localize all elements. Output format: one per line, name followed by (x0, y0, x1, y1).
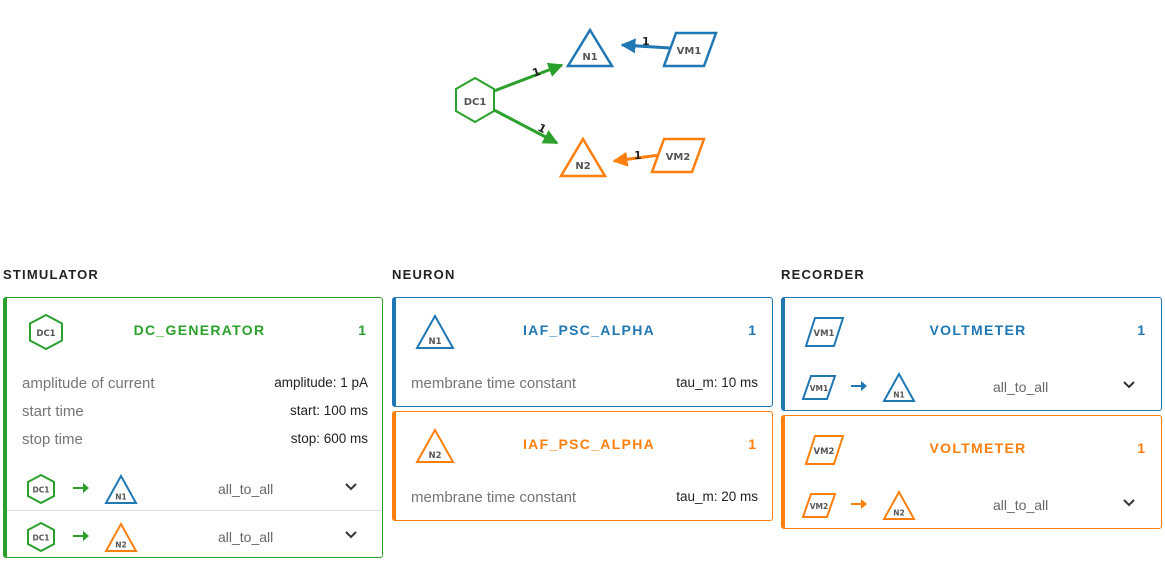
parallelogram-icon: VM1 (804, 317, 845, 347)
network-graph[interactable]: 1 1 1 1 DC1 N1 VM1 N2 VM2 (0, 0, 1165, 240)
node-label: DC1 (33, 486, 50, 495)
neuron-card-n1[interactable]: N1 IAF_PSC_ALPHA 1 membrane time constan… (392, 297, 773, 407)
node-label: N1 (582, 52, 597, 63)
divider (7, 510, 382, 511)
recorder-card-vm1[interactable]: VM1 VOLTMETER 1 VM1 N1 all_to_all (781, 297, 1162, 411)
triangle-icon: N2 (104, 521, 138, 552)
node-label: N2 (893, 509, 905, 518)
node-label: VM2 (814, 447, 835, 457)
card-header[interactable]: VM1 VOLTMETER 1 (785, 298, 1161, 364)
population-count: 1 (748, 436, 756, 452)
edge-vm1-n1[interactable]: 1 (620, 35, 671, 54)
node-label: N2 (575, 161, 590, 172)
edge-weight-label: 1 (634, 149, 642, 162)
param-row[interactable]: membrane time constant tau_m: 10 ms (411, 372, 758, 396)
card-header[interactable]: DC1 DC_GENERATOR 1 (7, 298, 382, 364)
model-name[interactable]: IAF_PSC_ALPHA (522, 436, 656, 452)
parallelogram-icon: VM2 (801, 493, 837, 518)
node-n2[interactable]: N2 (558, 136, 608, 178)
connection-rule: all_to_all (218, 481, 274, 497)
chevron-down-icon[interactable] (344, 530, 358, 540)
connection-rule: all_to_all (218, 529, 274, 545)
node-label: N1 (115, 493, 127, 502)
node-label: VM1 (810, 384, 829, 393)
node-label: N1 (893, 391, 905, 400)
connection-row[interactable]: DC1 N1 all_to_all (7, 466, 382, 510)
param-name: membrane time constant (411, 375, 577, 392)
node-label: N1 (428, 337, 441, 347)
edge-dc1-n2[interactable]: 1 (493, 108, 559, 145)
node-dc1[interactable]: DC1 (455, 76, 495, 124)
param-name: membrane time constant (411, 489, 577, 506)
node-label: VM2 (810, 502, 829, 511)
param-value[interactable]: start: 100 ms (289, 403, 368, 418)
recorder-card-vm2[interactable]: VM2 VOLTMETER 1 VM2 N2 all_to_all (781, 415, 1162, 529)
model-name[interactable]: VOLTMETER (929, 440, 1027, 456)
column-title-neuron: NEURON (392, 267, 456, 282)
param-name: stop time (22, 431, 83, 448)
node-label: DC1 (33, 534, 50, 543)
node-label: DC1 (36, 329, 55, 339)
model-name[interactable]: VOLTMETER (929, 322, 1027, 338)
arrow-right-icon (73, 483, 89, 493)
param-value[interactable]: stop: 600 ms (290, 431, 368, 446)
chevron-down-icon[interactable] (344, 482, 358, 492)
edge-vm2-n2[interactable]: 1 (612, 149, 661, 167)
triangle-icon: N1 (415, 314, 455, 349)
neuron-card-n2[interactable]: N2 IAF_PSC_ALPHA 1 membrane time constan… (392, 411, 773, 521)
connection-row[interactable]: DC1 N2 all_to_all (7, 514, 382, 558)
edge-weight-label: 1 (642, 35, 650, 48)
arrow-right-icon (851, 499, 867, 509)
connection-rule: all_to_all (993, 379, 1049, 395)
stimulator-card-dc1[interactable]: DC1 DC_GENERATOR 1 amplitude of current … (3, 297, 383, 558)
node-label: DC1 (464, 97, 487, 108)
chevron-down-icon[interactable] (1122, 498, 1136, 508)
population-count: 1 (1137, 322, 1145, 338)
column-title-recorder: RECORDER (781, 267, 865, 282)
population-count: 1 (748, 322, 756, 338)
population-count: 1 (1137, 440, 1145, 456)
node-label: VM1 (814, 329, 835, 339)
triangle-icon: N2 (882, 489, 916, 520)
column-title-stimulator: STIMULATOR (3, 267, 100, 282)
card-header[interactable]: N2 IAF_PSC_ALPHA 1 (396, 412, 772, 478)
connection-row[interactable]: VM2 N2 all_to_all (785, 482, 1161, 526)
arrow-right-icon (851, 381, 867, 391)
card-header[interactable]: N1 IAF_PSC_ALPHA 1 (396, 298, 772, 364)
card-header[interactable]: VM2 VOLTMETER 1 (785, 416, 1161, 482)
hexagon-icon: DC1 (27, 473, 55, 505)
hexagon-icon: DC1 (27, 521, 55, 553)
connection-row[interactable]: VM1 N1 all_to_all (785, 364, 1161, 408)
arrow-right-icon (73, 531, 89, 541)
node-n1[interactable]: N1 (565, 27, 615, 68)
param-name: amplitude of current (22, 375, 155, 392)
node-vm1[interactable]: VM1 (662, 31, 718, 68)
node-label: VM2 (666, 152, 691, 163)
param-name: start time (22, 403, 84, 420)
hexagon-icon: DC1 (29, 314, 63, 350)
node-label: N2 (428, 451, 441, 461)
param-row[interactable]: amplitude of current amplitude: 1 pA (22, 372, 368, 396)
triangle-icon: N1 (104, 473, 138, 504)
connection-rule: all_to_all (993, 497, 1049, 513)
model-name[interactable]: DC_GENERATOR (133, 322, 266, 338)
edge-weight-label: 1 (531, 65, 543, 80)
param-row[interactable]: start time start: 100 ms (22, 400, 368, 424)
param-value[interactable]: tau_m: 10 ms (676, 375, 758, 390)
param-value[interactable]: tau_m: 20 ms (676, 489, 758, 504)
param-value[interactable]: amplitude: 1 pA (274, 375, 368, 390)
node-vm2[interactable]: VM2 (650, 137, 706, 174)
chevron-down-icon[interactable] (1122, 380, 1136, 390)
parallelogram-icon: VM1 (801, 375, 837, 400)
model-name[interactable]: IAF_PSC_ALPHA (522, 322, 656, 338)
triangle-icon: N1 (882, 371, 916, 402)
triangle-icon: N2 (415, 428, 455, 463)
population-count: 1 (358, 322, 366, 338)
parallelogram-icon: VM2 (804, 435, 845, 465)
node-label: VM1 (677, 46, 702, 57)
param-row[interactable]: stop time stop: 600 ms (22, 428, 368, 452)
param-row[interactable]: membrane time constant tau_m: 20 ms (411, 486, 758, 510)
node-label: N2 (115, 541, 127, 550)
edge-dc1-n1[interactable]: 1 (493, 62, 564, 93)
